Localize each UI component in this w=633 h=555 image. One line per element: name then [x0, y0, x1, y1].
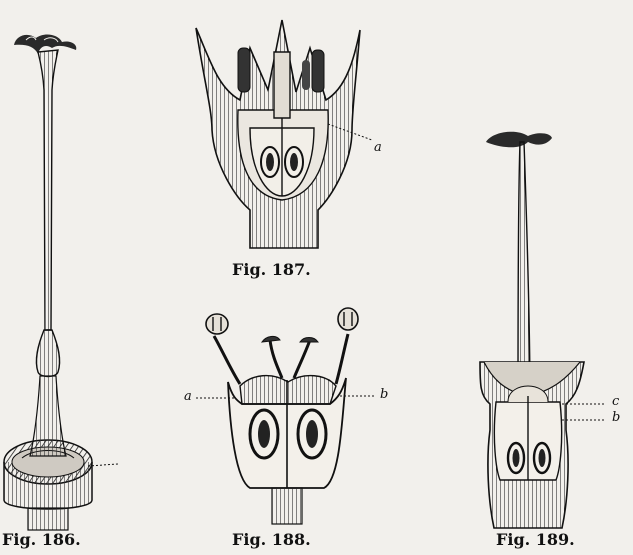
figure-189-illustration	[480, 132, 606, 528]
figure-189-caption: Fig. 189.	[496, 530, 575, 549]
figure-187-label-a: a	[374, 140, 382, 155]
figure-188-caption: Fig. 188.	[232, 530, 311, 549]
figure-187-illustration	[196, 20, 372, 248]
figure-188-label-b: b	[380, 387, 388, 402]
figure-186-caption: Fig. 186.	[2, 530, 81, 549]
figure-189-label-c: c	[612, 394, 619, 409]
figure-188-label-a: a	[184, 389, 192, 404]
figure-186-illustration	[4, 35, 118, 530]
figure-188-illustration	[196, 308, 374, 524]
figure-189-label-b: b	[612, 410, 620, 425]
figure-187-caption: Fig. 187.	[232, 260, 311, 279]
